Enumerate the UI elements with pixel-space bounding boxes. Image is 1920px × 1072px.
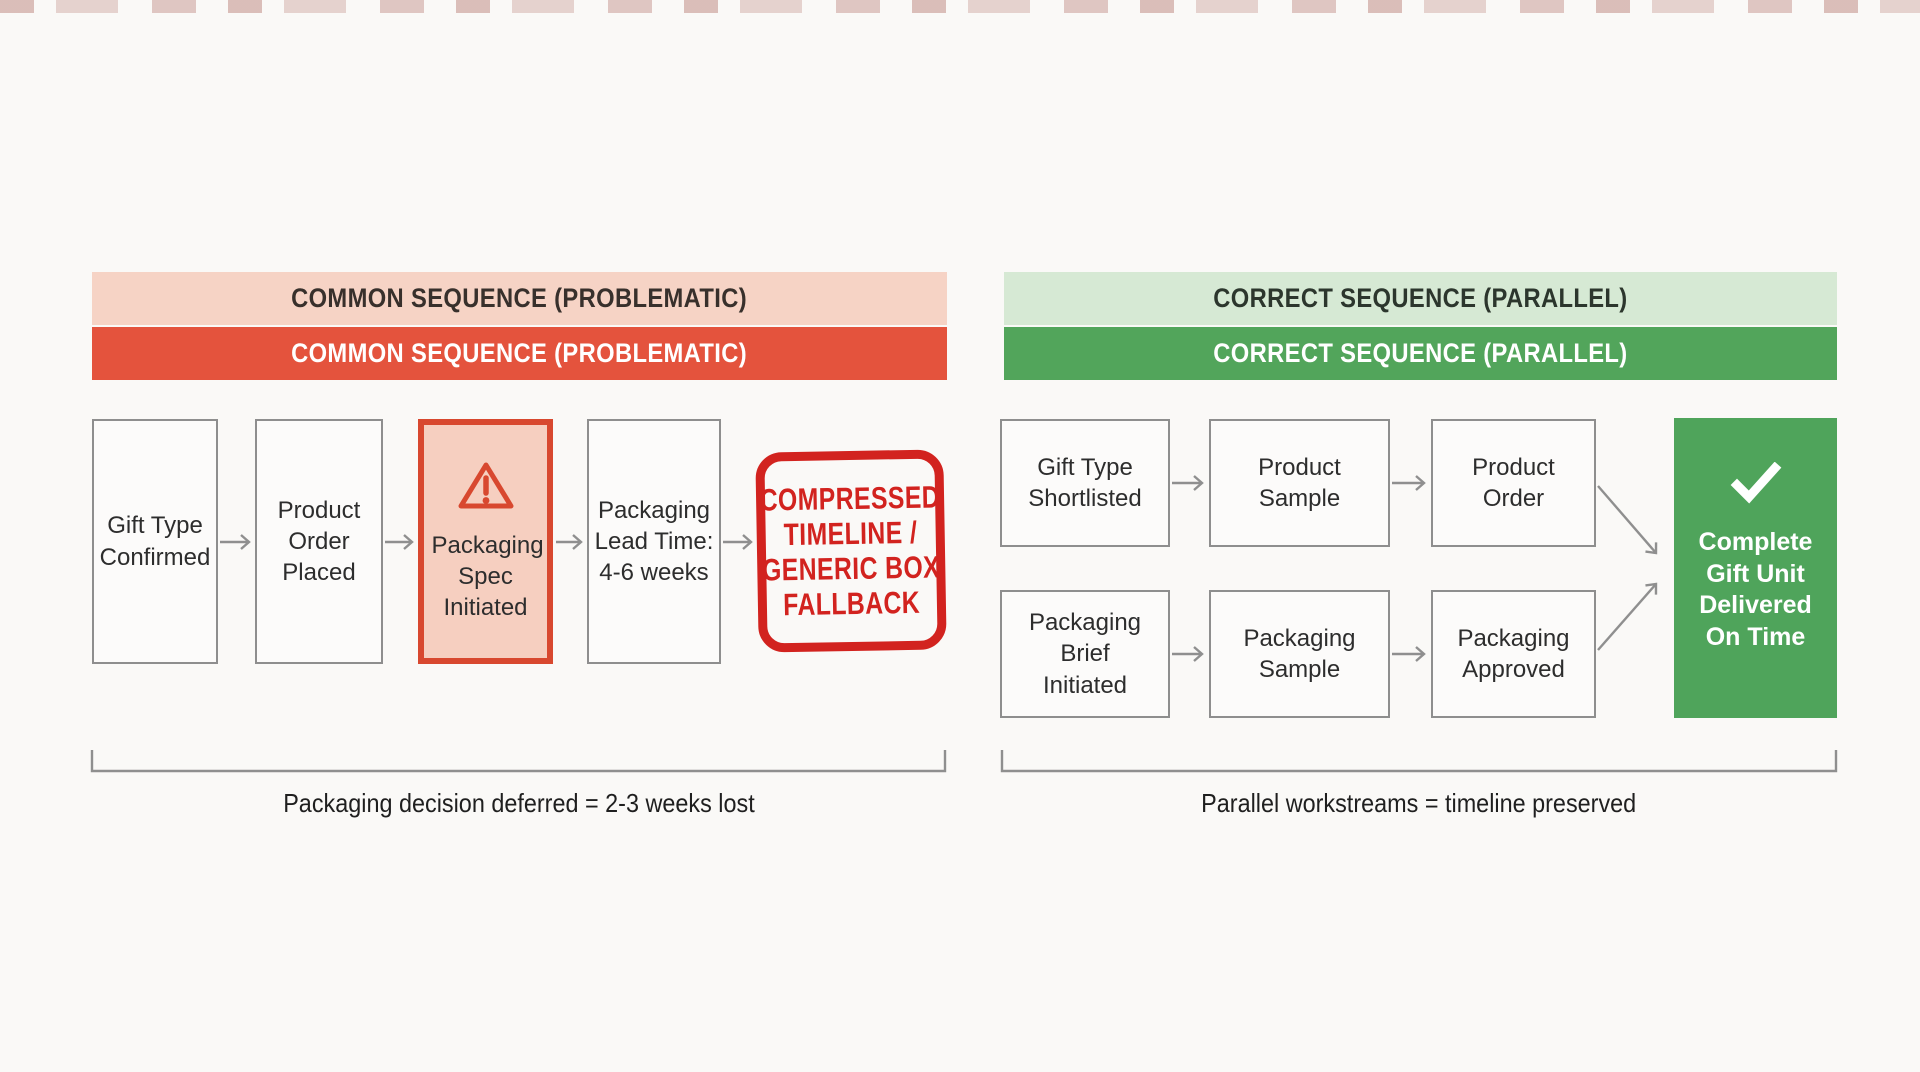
step-product-order: Product Order <box>1431 419 1596 547</box>
cropped-text-artifact-strip <box>0 0 1920 13</box>
step-label: Gift Type Confirmed <box>99 512 211 571</box>
step-packaging-brief-initiated: Packaging Brief Initiated <box>1000 590 1170 718</box>
correct-header-light: CORRECT SEQUENCE (PARALLEL) <box>1004 272 1837 325</box>
step-label: Packaging Spec Initiated <box>431 531 544 622</box>
step-gift-type-shortlisted: Gift Type Shortlisted <box>1000 419 1170 547</box>
result-line: Gift Unit <box>1706 559 1805 588</box>
checkmark-icon <box>1730 461 1782 509</box>
converge-arrow-top <box>1597 485 1658 555</box>
step-product-sample: Product Sample <box>1209 419 1390 547</box>
step-label: Gift Type Shortlisted <box>1028 453 1142 512</box>
step-product-order-placed: Product Order Placed <box>255 419 383 664</box>
parallel-bracket <box>1000 750 1838 773</box>
problem-bracket <box>90 750 947 773</box>
step-label: Packaging Approved <box>1457 624 1570 683</box>
result-complete-gift-unit: Complete Gift Unit Delivered On Time <box>1674 418 1837 718</box>
step-label: Packaging Lead Time: 4-6 weeks <box>594 496 714 587</box>
parallel-caption-text: Parallel workstreams = timeline preserve… <box>1201 788 1637 818</box>
parallel-caption: Parallel workstreams = timeline preserve… <box>1002 788 1836 819</box>
step-packaging-approved: Packaging Approved <box>1431 590 1596 718</box>
step-label: Product Order Placed <box>277 496 361 587</box>
problem-header-solid-label: COMMON SEQUENCE (PROBLEMATIC) <box>291 338 748 368</box>
step-packaging-spec-initiated: Packaging Spec Initiated <box>418 419 553 664</box>
correct-header-solid: CORRECT SEQUENCE (PARALLEL) <box>1004 327 1837 380</box>
step-label: Packaging Brief Initiated <box>1028 609 1142 699</box>
step-label: Packaging Sample <box>1243 624 1356 683</box>
correct-header-solid-label: CORRECT SEQUENCE (PARALLEL) <box>1213 338 1628 368</box>
step-gift-type-confirmed: Gift Type Confirmed <box>92 419 218 664</box>
problem-header-light: COMMON SEQUENCE (PROBLEMATIC) <box>92 272 947 325</box>
step-label: Product Sample <box>1258 453 1341 512</box>
correct-header-light-label: CORRECT SEQUENCE (PARALLEL) <box>1213 283 1628 313</box>
problem-header-light-label: COMMON SEQUENCE (PROBLEMATIC) <box>291 283 748 313</box>
warning-triangle-icon <box>457 460 515 520</box>
step-label: Product Order <box>1472 453 1555 512</box>
problem-header-solid: COMMON SEQUENCE (PROBLEMATIC) <box>92 327 947 380</box>
step-packaging-sample: Packaging Sample <box>1209 590 1390 718</box>
result-line: Delivered <box>1699 591 1812 619</box>
problem-caption: Packaging decision deferred = 2-3 weeks … <box>92 788 945 819</box>
problem-caption-text: Packaging decision deferred = 2-3 weeks … <box>282 788 755 818</box>
step-packaging-lead-time: Packaging Lead Time: 4-6 weeks <box>587 419 721 664</box>
result-line: On Time <box>1705 622 1806 651</box>
result-line: Complete <box>1698 528 1813 556</box>
converge-arrow-bottom <box>1597 582 1658 651</box>
